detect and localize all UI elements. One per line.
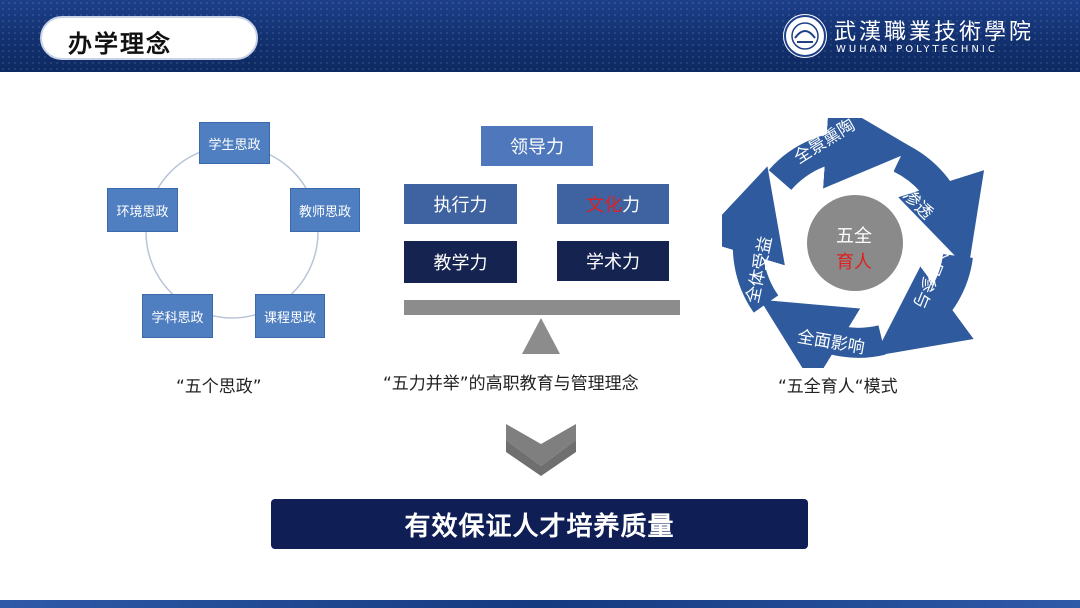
culture-suffix: 力	[622, 195, 640, 216]
down-arrow-icon	[506, 424, 576, 476]
header-bar: 办学理念 武漢職業技術學院 WUHAN POLYTECHNIC	[0, 0, 1080, 72]
title-pill: 办学理念	[40, 16, 258, 60]
node-course: 课程思政	[255, 294, 325, 338]
five-all-cycle	[722, 118, 985, 368]
arrow-segment-1	[768, 118, 916, 191]
conclusion-banner: 有效保证人才培养质量	[271, 499, 808, 549]
box-academic: 学术力	[557, 241, 669, 281]
node-environment: 环境思政	[107, 188, 178, 232]
school-name-cn: 武漢職業技術學院	[834, 20, 1035, 45]
center-line-1: 五全	[836, 226, 872, 247]
center-line-2: 育人	[836, 252, 872, 273]
school-name-en: WUHAN POLYTECHNIC	[836, 44, 998, 55]
arrow-segment-2	[893, 144, 985, 270]
box-culture: 文化力	[557, 184, 669, 224]
box-execution: 执行力	[404, 184, 517, 224]
arrow-segment-5	[722, 166, 785, 313]
node-student: 学生思政	[199, 122, 270, 164]
caption-five-forces: “五力并举”的高职教育与管理理念	[383, 374, 639, 394]
node-discipline: 学科思政	[142, 294, 213, 338]
caption-five-all: “五全育人“模式	[778, 377, 898, 397]
box-teaching: 教学力	[404, 241, 517, 283]
school-logo-icon	[783, 14, 827, 58]
balance-fulcrum-icon	[522, 318, 560, 354]
culture-highlight: 文化	[586, 195, 622, 216]
balance-beam	[404, 300, 680, 315]
caption-five-ideological: “五个思政”	[176, 377, 262, 397]
box-leadership: 领导力	[481, 126, 593, 166]
arrow-segment-4	[759, 299, 886, 368]
page-title: 办学理念	[68, 30, 172, 58]
arrow-segment-3	[874, 253, 974, 356]
bottom-bar	[0, 600, 1080, 608]
node-teacher: 教师思政	[290, 188, 360, 232]
center-circle	[807, 195, 903, 291]
